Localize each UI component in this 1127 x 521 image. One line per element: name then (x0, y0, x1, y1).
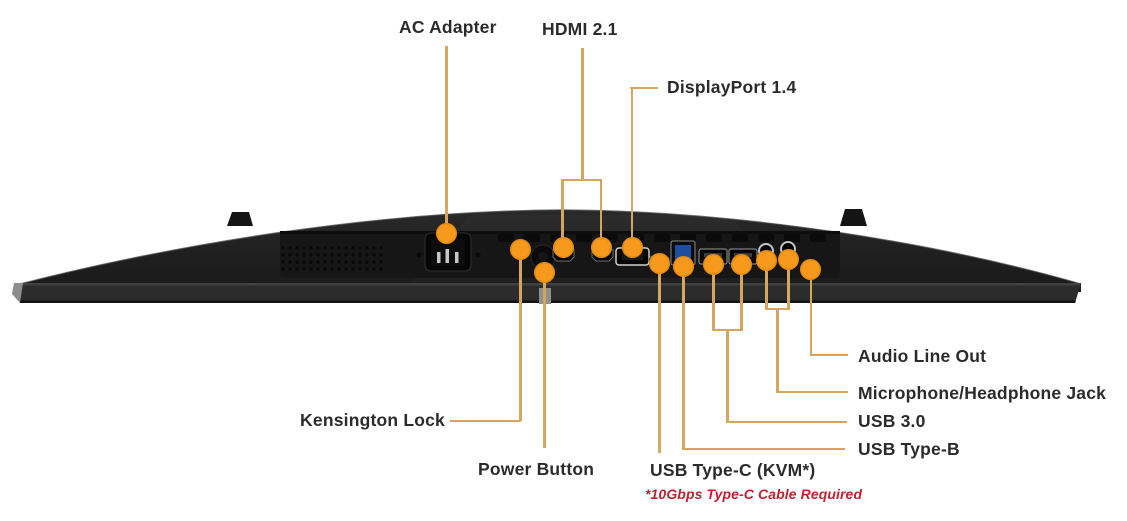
line-power-button (543, 272, 546, 448)
line-usb-type-b-v (682, 266, 685, 450)
port-marker-usb-type-c (648, 252, 670, 274)
line-displayport-v (630, 87, 633, 248)
line-mic-h (776, 390, 848, 393)
label-audio-line-out: Audio Line Out (858, 346, 987, 366)
port-marker-headphone-jack (755, 249, 777, 271)
stand-hinge-tabs (227, 209, 867, 226)
label-kensington-lock: Kensington Lock (300, 410, 445, 430)
port-marker-line-out-jack (777, 248, 799, 270)
port-marker-hdmi-2 (590, 236, 612, 258)
line-ac-adapter (445, 46, 448, 234)
label-usb-type-c: USB Type-C (KVM*) (650, 460, 816, 480)
label-displayport: DisplayPort 1.4 (667, 77, 797, 97)
line-audio-out-v (809, 269, 812, 355)
port-marker-power-button (533, 261, 555, 283)
line-usb3-leg-2 (740, 264, 743, 330)
label-power-button: Power Button (478, 459, 595, 479)
line-mic-leg-2 (787, 259, 790, 309)
line-hdmi-stem (581, 48, 584, 180)
line-usb-type-c (658, 263, 661, 453)
port-marker-usb3-1 (702, 253, 724, 275)
line-usb-type-b-h (682, 447, 845, 450)
line-usb3-stem (726, 329, 729, 422)
line-kensington-h (450, 419, 521, 422)
label-mic-headphone-jack: Microphone/Headphone Jack (858, 383, 1107, 403)
ac-inlet-port (416, 232, 481, 272)
line-usb3-h (726, 420, 847, 423)
port-marker-hdmi-1 (552, 236, 574, 258)
label-ac-adapter: AC Adapter (399, 17, 497, 37)
port-marker-usb-type-b (672, 255, 694, 277)
line-audio-out-h (810, 353, 848, 356)
line-hdmi-cross (561, 178, 602, 181)
label-usb-3-0: USB 3.0 (858, 411, 926, 431)
port-marker-audio-line-out (799, 258, 821, 280)
port-marker-usb3-2 (730, 253, 752, 275)
line-kensington-v (519, 249, 522, 421)
line-mic-leg-1 (765, 260, 768, 309)
label-usb-type-b: USB Type-B (858, 439, 960, 459)
footnote-type-c-cable: *10Gbps Type-C Cable Required (645, 486, 863, 502)
vent-slots (498, 234, 826, 242)
port-marker-displayport (621, 236, 643, 258)
label-hdmi: HDMI 2.1 (542, 19, 618, 39)
port-marker-kensington-lock (509, 238, 531, 260)
line-hdmi-leg-1 (561, 179, 564, 248)
line-mic-stem (776, 308, 779, 393)
speaker-grille (278, 246, 386, 271)
line-displayport-h (630, 86, 658, 89)
port-marker-ac-adapter (435, 222, 457, 244)
line-usb3-leg-1 (712, 264, 715, 330)
line-hdmi-leg-2 (599, 179, 602, 248)
